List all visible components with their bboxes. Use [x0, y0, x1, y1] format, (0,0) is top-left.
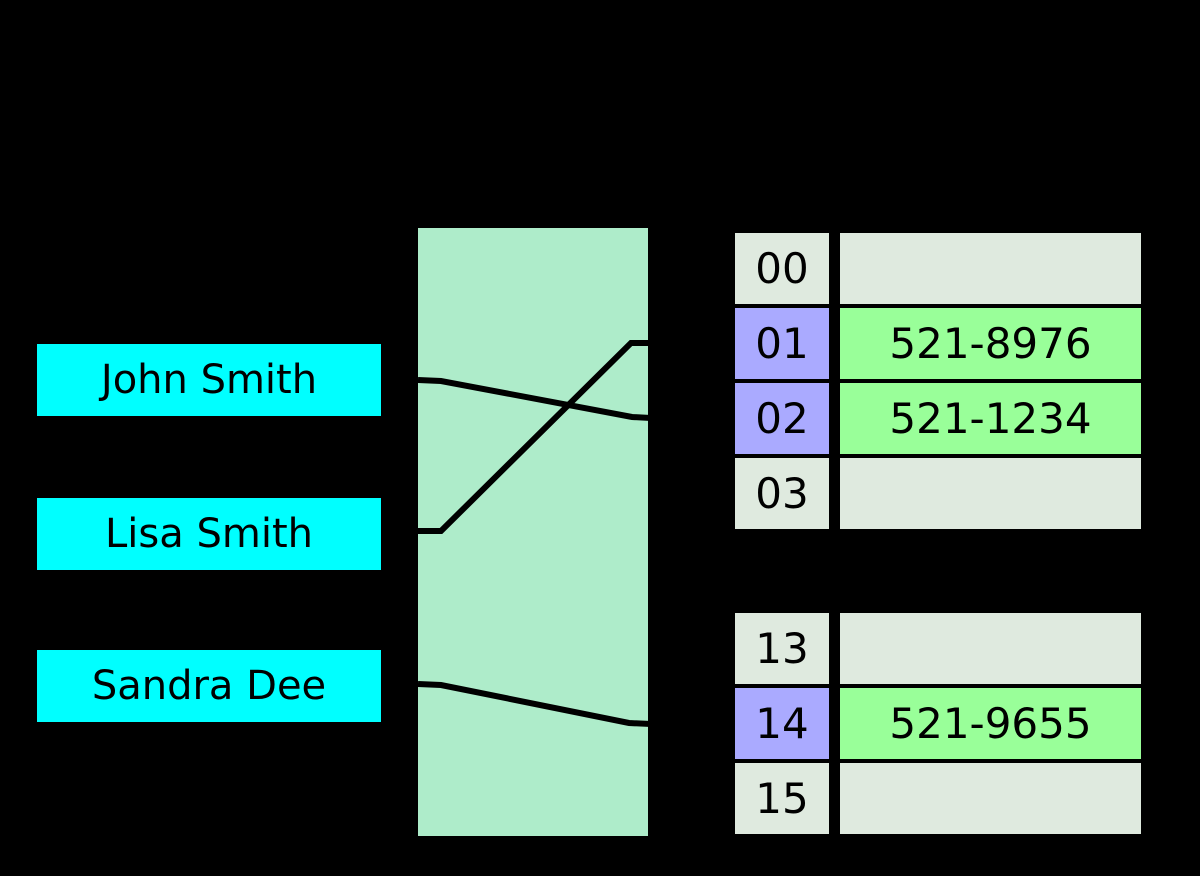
- bucket-index-01[interactable]: 01: [735, 308, 829, 379]
- bucket-value-03[interactable]: [840, 458, 1141, 529]
- table-row[interactable]: 01 521-8976: [735, 308, 1141, 383]
- bucket-value-02[interactable]: 521-1234: [840, 383, 1141, 454]
- table-row[interactable]: 14 521-9655: [735, 688, 1141, 763]
- bucket-index-02[interactable]: 02: [735, 383, 829, 454]
- bucket-value-00[interactable]: [840, 233, 1141, 304]
- bucket-index-13[interactable]: 13: [735, 613, 829, 684]
- bucket-value-15[interactable]: [840, 763, 1141, 834]
- bucket-value-01[interactable]: 521-8976: [840, 308, 1141, 379]
- key-label-lisa-smith: Lisa Smith: [105, 511, 313, 557]
- bucket-index-00[interactable]: 00: [735, 233, 829, 304]
- key-label-john-smith: John Smith: [100, 357, 318, 403]
- bucket-index-14[interactable]: 14: [735, 688, 829, 759]
- bucket-index-15[interactable]: 15: [735, 763, 829, 834]
- key-box-john-smith[interactable]: John Smith: [37, 344, 381, 416]
- table-row[interactable]: 03: [735, 458, 1141, 533]
- bucket-group-upper: 00 01 521-8976 02 521-1234 03: [735, 233, 1141, 533]
- table-row[interactable]: 13: [735, 613, 1141, 688]
- table-row[interactable]: 00: [735, 233, 1141, 308]
- bucket-index-03[interactable]: 03: [735, 458, 829, 529]
- hash-function-box[interactable]: hash function: [418, 228, 648, 836]
- table-row[interactable]: 15: [735, 763, 1141, 838]
- key-label-sandra-dee: Sandra Dee: [91, 663, 327, 709]
- key-box-lisa-smith[interactable]: Lisa Smith: [37, 498, 381, 570]
- key-box-sandra-dee[interactable]: Sandra Dee: [37, 650, 381, 722]
- bucket-value-14[interactable]: 521-9655: [840, 688, 1141, 759]
- bucket-group-lower: 13 14 521-9655 15: [735, 613, 1141, 838]
- table-row[interactable]: 02 521-1234: [735, 383, 1141, 458]
- bucket-value-13[interactable]: [840, 613, 1141, 684]
